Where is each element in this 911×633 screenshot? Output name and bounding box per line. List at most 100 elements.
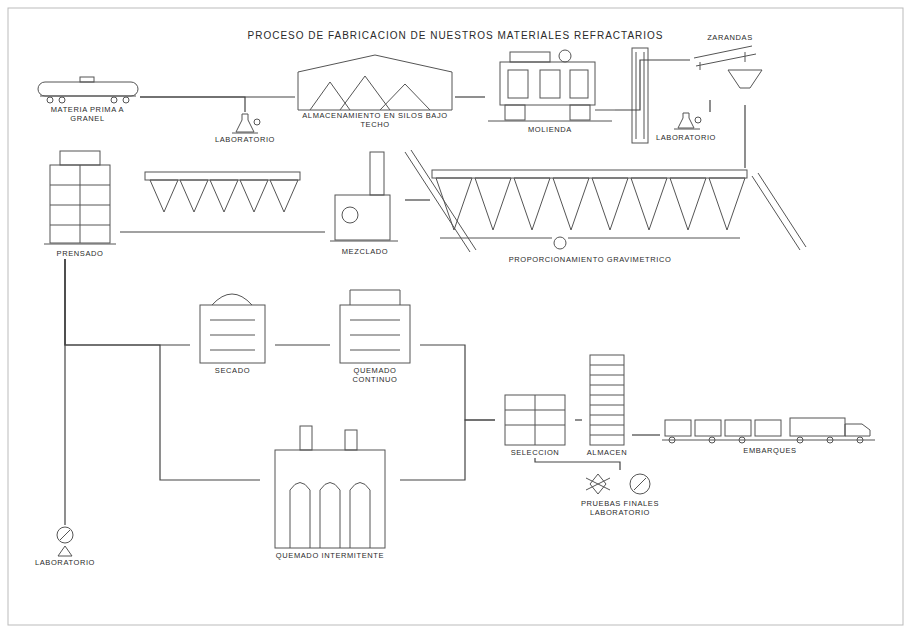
drying-kiln-part: [210, 350, 255, 351]
shipping-train-truck-part: [827, 437, 833, 443]
stage-caption: ZARANDAS: [690, 32, 770, 43]
illustration-slot: [660, 412, 880, 445]
lab-flask-icon: [232, 114, 260, 133]
lab-gauge-icon-part: [60, 530, 70, 540]
lab-flask-icon-part: [678, 113, 694, 128]
grinding-mill-part: [510, 52, 550, 62]
feed-conveyor-part: [758, 173, 806, 247]
warehouse-stack: [590, 355, 624, 445]
flow-line: [535, 458, 620, 470]
grinding-mill-part: [570, 105, 590, 120]
screens-hopper-part: [694, 46, 756, 66]
dosing-silos-part: [554, 237, 566, 249]
illustration-slot: [330, 285, 420, 365]
illustration-slot: [28, 525, 102, 557]
illustration-slot: [582, 350, 632, 447]
process-stage: MOLIENDA: [485, 48, 615, 135]
final-test-icons: [586, 474, 650, 494]
stage-caption: MEZCLADO: [325, 246, 405, 257]
mixer-part: [330, 241, 398, 242]
stage-caption: MATERIA PRIMA A GRANEL: [35, 104, 140, 124]
tank-car-part: [47, 97, 53, 103]
shipping-train-truck-part: [857, 437, 863, 443]
feed-conveyor: [752, 173, 806, 250]
storage-shed-part: [310, 76, 430, 110]
mixer-part: [370, 152, 384, 195]
stage-caption: SELECCION: [495, 447, 575, 458]
stage-caption: QUEMADO INTERMITENTE: [260, 550, 400, 561]
inclined-conveyor-part: [405, 152, 470, 252]
tank-car-part: [59, 97, 65, 103]
lab-flask-icon-part: [674, 129, 700, 130]
shipping-train-truck-part: [662, 440, 875, 441]
mixer: [330, 152, 398, 241]
lab-flask-icon: [674, 113, 701, 129]
stage-caption: LABORATORIO: [650, 132, 722, 143]
grinding-mill-part: [505, 105, 525, 120]
feed-conveyor-part: [752, 176, 800, 250]
flow-line: [405, 199, 430, 200]
dosing-silos-part: [436, 178, 745, 230]
grinding-mill-part: [540, 70, 560, 98]
screens-hopper: [694, 46, 762, 88]
tunnel-kiln: [340, 290, 410, 363]
flow-line: [455, 96, 485, 97]
dosing-silos-part: [440, 238, 552, 239]
illustration-slot: [485, 48, 615, 124]
shipping-train-truck-part: [739, 437, 745, 443]
illustration-slot: [650, 112, 722, 132]
illustration-slot: [260, 420, 400, 550]
stage-caption: EMBARQUES: [660, 445, 880, 456]
process-stage: PRUEBAS FINALES LABORATORIO: [575, 470, 665, 518]
process-stage: PROPORCIONAMIENTO GRAVIMETRICO: [430, 168, 750, 265]
process-stage: ZARANDAS: [690, 32, 770, 105]
illustration-slot: [40, 148, 120, 248]
process-stage: LABORATORIO: [650, 112, 722, 143]
tunnel-kiln-part: [350, 335, 400, 336]
press-machine-part: [44, 244, 116, 245]
illustration-slot: [190, 285, 275, 365]
press-machine-part: [50, 165, 110, 243]
stage-caption: PRUEBAS FINALES LABORATORIO: [575, 498, 665, 518]
tunnel-kiln-part: [350, 320, 400, 321]
small-silos-part: [145, 172, 300, 180]
illustration-slot: [690, 43, 770, 105]
tunnel-kiln-part: [350, 290, 400, 305]
grinding-mill: [488, 50, 615, 121]
inclined-conveyor: [405, 150, 476, 252]
stage-caption: ALMACENAMIENTO EN SILOS BAJO TECHO: [295, 110, 455, 130]
illustration-slot: [430, 168, 750, 254]
tank-car-part: [40, 96, 136, 97]
small-silos-part: [150, 180, 298, 212]
tank-car-part: [111, 97, 117, 103]
process-stage: QUEMADO INTERMITENTE: [260, 420, 400, 561]
lab-flask-icon-part: [254, 119, 260, 125]
periodic-kiln-part: [275, 450, 385, 548]
stage-caption: PRENSADO: [40, 248, 120, 259]
stage-caption: LABORATORIO: [209, 134, 281, 145]
lab-gauge-icon: [57, 527, 73, 556]
lab-flask-icon-part: [236, 114, 254, 132]
grinding-mill-part: [570, 70, 588, 98]
illustration-slot: [295, 52, 455, 110]
stage-caption: LABORATORIO: [28, 557, 102, 568]
mixer-part: [335, 195, 390, 240]
flow-line: [65, 259, 190, 345]
stage-caption: MOLIENDA: [485, 124, 615, 135]
stage-caption: PROPORCIONAMIENTO GRAVIMETRICO: [430, 254, 750, 265]
grinding-mill-part: [559, 50, 571, 62]
storage-shed-part: [298, 55, 452, 110]
flow-line: [420, 345, 495, 420]
storage-shed-part: [298, 110, 452, 111]
lab-flask-icon-part: [695, 117, 701, 123]
drying-kiln-part: [200, 305, 265, 363]
storage-shed: [298, 55, 452, 110]
shipping-train-truck-part: [665, 420, 691, 436]
tunnel-kiln-part: [350, 350, 400, 351]
periodic-kiln-part: [300, 426, 312, 450]
tunnel-kiln-part: [340, 305, 410, 363]
small-silos: [145, 172, 300, 212]
